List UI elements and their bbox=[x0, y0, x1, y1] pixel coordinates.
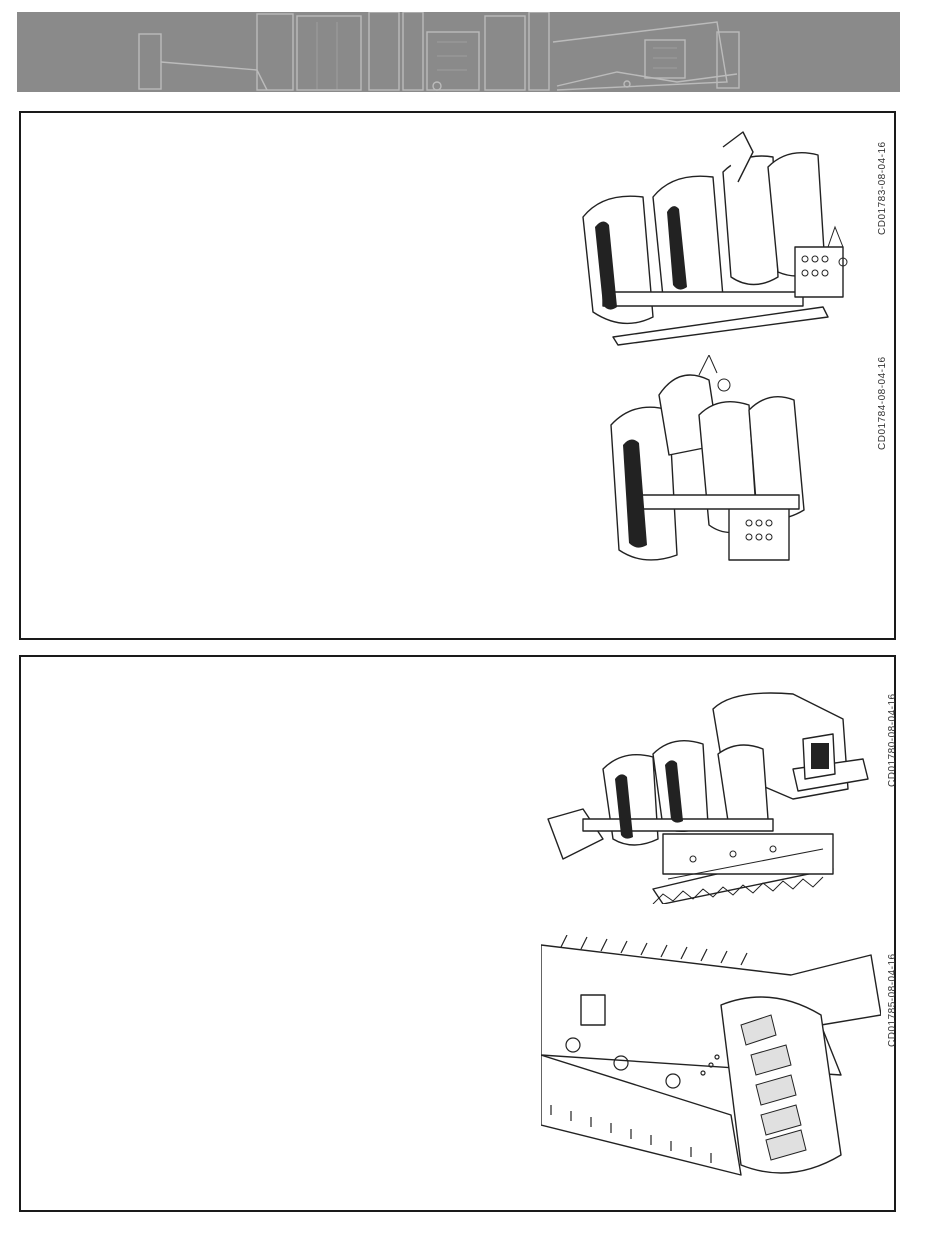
figure-panel-bottom: CD01780-08-04-16 bbox=[19, 655, 896, 1212]
fusion-machine-3-clamp-illustration bbox=[599, 355, 839, 575]
figure-code-2: CD01784-08-04-16 bbox=[877, 356, 888, 450]
figure-panel-top: CD01783-08-04-16 CD01784-08-04-16 bbox=[19, 111, 896, 640]
figure-2 bbox=[599, 355, 839, 575]
figure-3 bbox=[543, 679, 873, 904]
tracked-fusion-machine-illustration bbox=[543, 679, 873, 904]
figure-code-3: CD01780-08-04-16 bbox=[887, 693, 898, 787]
fusion-machine-4-clamp-illustration bbox=[573, 127, 863, 347]
figure-code-1: CD01783-08-04-16 bbox=[877, 141, 888, 235]
rubber-track-closeup-illustration bbox=[541, 935, 881, 1185]
banner-machinery-graphic bbox=[17, 12, 900, 92]
figure-1 bbox=[573, 127, 863, 347]
header-banner bbox=[17, 12, 900, 92]
figure-4 bbox=[541, 935, 881, 1185]
figure-code-4: CD01785-08-04-16 bbox=[887, 953, 898, 1047]
